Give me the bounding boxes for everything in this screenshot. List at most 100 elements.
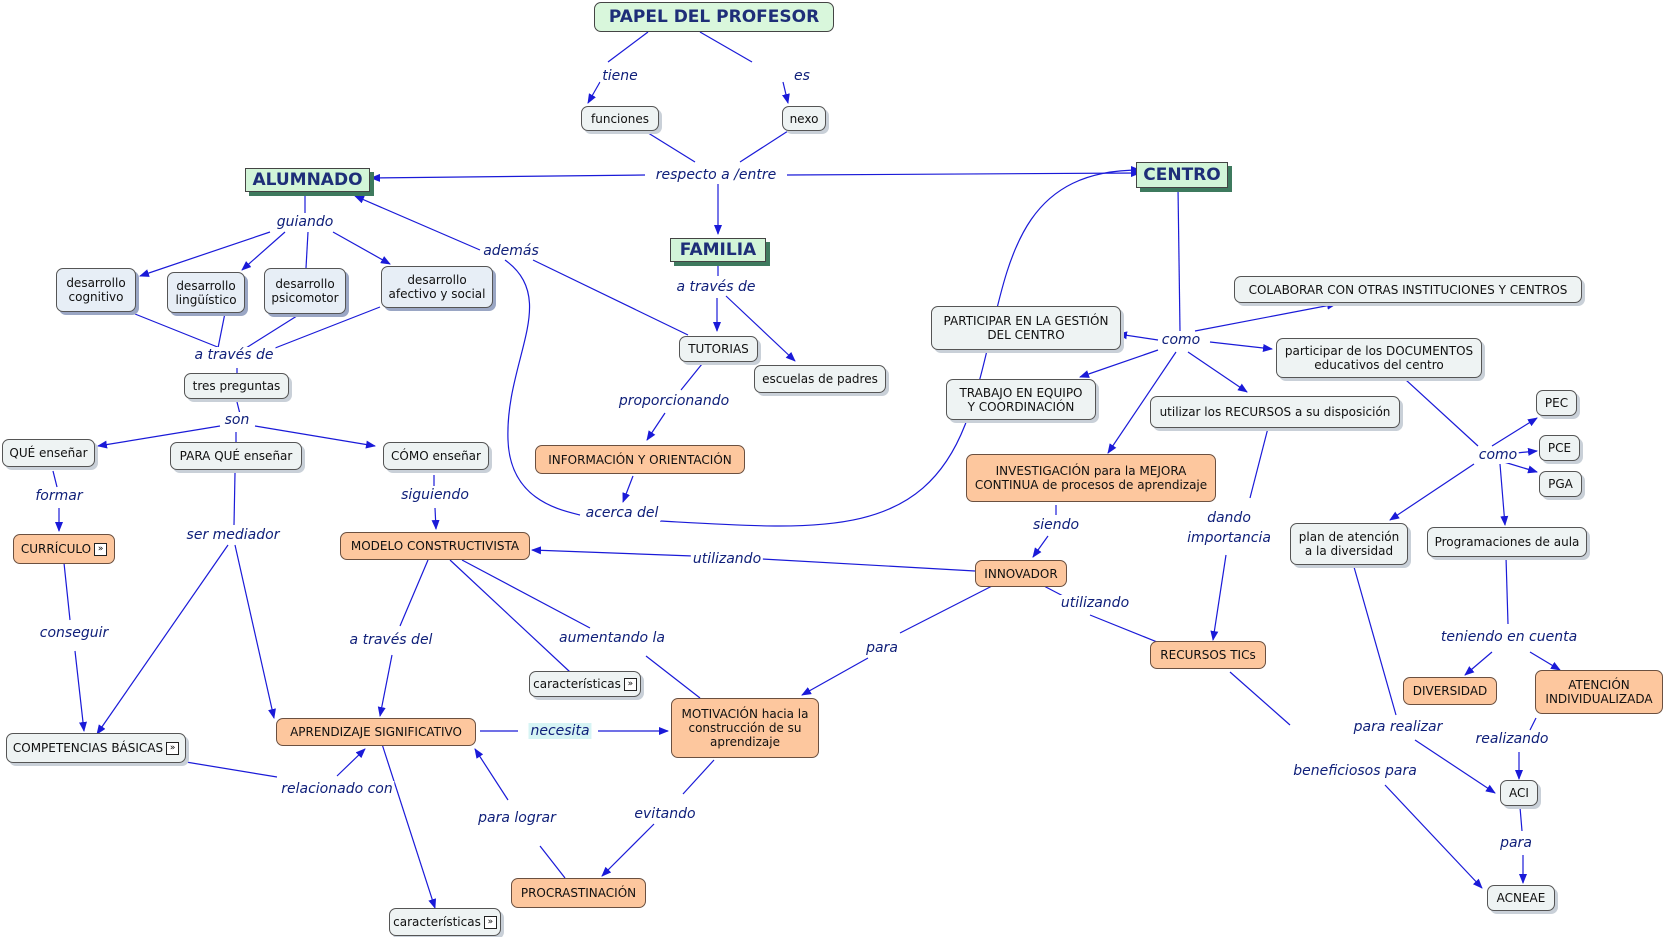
link-line — [381, 743, 437, 909]
link-line — [461, 559, 591, 629]
participar-documentos-node[interactable]: participar de los DOCUMENTOS educativos … — [1276, 338, 1482, 378]
caracteristicas-node-2[interactable]: características» — [389, 908, 501, 936]
procrastinacion-node[interactable]: PROCRASTINACIÓN — [511, 878, 646, 908]
caracteristicas-label: características — [393, 915, 481, 929]
link-line — [607, 31, 649, 63]
link-line — [241, 231, 286, 271]
link-line — [234, 544, 276, 719]
link-label-teniendo-en-cuenta: teniendo en cuenta — [1438, 629, 1580, 645]
tres-preguntas-node[interactable]: tres preguntas — [184, 373, 289, 399]
desarrollo-afectivo-node[interactable]: desarrollo afectivo y social — [381, 266, 493, 308]
desarrollo-psicomotor-node[interactable]: desarrollo psicomotor — [264, 268, 346, 314]
pce-node[interactable]: PCE — [1539, 435, 1580, 461]
link-label-para-2: para — [1498, 835, 1534, 851]
informacion-orientacion-node[interactable]: INFORMACIÓN Y ORIENTACIÓN — [535, 445, 745, 474]
link-label-guiando: guiando — [274, 214, 336, 230]
link-line — [1384, 784, 1483, 889]
link-label-relacionado-con: relacionado con — [279, 781, 395, 797]
curriculo-node[interactable]: CURRÍCULO» — [13, 534, 115, 564]
trabajo-equipo-node[interactable]: TRABAJO EN EQUIPO Y COORDINACIÓN — [946, 379, 1096, 420]
link-line — [622, 475, 634, 503]
link-line — [1499, 463, 1509, 526]
link-label-es: es — [792, 68, 812, 84]
link-label-a-traves-del: a través del — [347, 632, 435, 648]
utilizar-recursos-node[interactable]: utilizar los RECURSOS a su disposición — [1150, 396, 1400, 428]
link-line — [233, 472, 236, 526]
motivacion-node[interactable]: MOTIVACIÓN hacia la construcción de su a… — [671, 698, 819, 758]
link-line — [725, 295, 796, 362]
funciones-node[interactable]: funciones — [581, 106, 659, 131]
link-line — [449, 559, 571, 673]
link-line — [587, 81, 601, 104]
escuelas-padres-node[interactable]: escuelas de padres — [754, 365, 886, 393]
aprendizaje-significativo-node[interactable]: APRENDIZAJE SIGNIFICATIVO — [276, 718, 476, 746]
investigacion-node[interactable]: INVESTIGACIÓN para la MEJORA CONTINUA de… — [966, 454, 1216, 502]
pga-node[interactable]: PGA — [1539, 471, 1582, 497]
link-line — [532, 259, 689, 336]
link-line — [504, 259, 581, 516]
link-label-tiene: tiene — [600, 68, 640, 84]
tutorias-node[interactable]: TUTORIAS — [679, 336, 758, 362]
acneae-node[interactable]: ACNEAE — [1487, 885, 1555, 911]
link-label-dando-importancia: dando importancia — [1185, 508, 1273, 548]
link-label-utilizando-1: utilizando — [690, 551, 764, 567]
link-label-son: son — [222, 412, 252, 428]
link-line — [354, 195, 481, 251]
recursos-tics-node[interactable]: RECURSOS TICs — [1150, 641, 1266, 669]
link-line — [1353, 566, 1397, 716]
expand-icon[interactable]: » — [166, 741, 180, 755]
link-line — [1229, 671, 1291, 726]
competencias-basicas-node[interactable]: COMPETENCIAS BÁSICAS» — [6, 733, 186, 763]
aci-node[interactable]: ACI — [1500, 780, 1538, 806]
centro-node[interactable]: CENTRO — [1136, 162, 1228, 188]
plan-atencion-node[interactable]: plan de atención a la diversidad — [1290, 523, 1408, 565]
que-ensenar-node[interactable]: QUÉ enseñar — [2, 439, 95, 467]
link-label-proporcionando: proporcionando — [616, 393, 732, 409]
link-line — [699, 31, 753, 63]
atencion-individualizada-node[interactable]: ATENCIÓN INDIVIDUALIZADA — [1535, 670, 1663, 714]
link-line — [74, 650, 87, 732]
link-line — [63, 562, 71, 621]
link-line — [1079, 349, 1159, 378]
colaborar-node[interactable]: COLABORAR CON OTRAS INSTITUCIONES Y CENT… — [1234, 276, 1582, 303]
participar-gestion-node[interactable]: PARTICIPAR EN LA GESTIÓN DEL CENTRO — [931, 306, 1121, 350]
caracteristicas-node-1[interactable]: características» — [529, 671, 641, 697]
familia-node[interactable]: FAMILIA — [670, 238, 766, 262]
desarrollo-cognitivo-node[interactable]: desarrollo cognitivo — [56, 268, 136, 312]
link-line — [1505, 556, 1509, 625]
link-line — [1503, 461, 1538, 474]
programaciones-node[interactable]: Programaciones de aula — [1427, 527, 1587, 557]
desarrollo-linguistico-node[interactable]: desarrollo lingüístico — [167, 272, 245, 313]
link-label-a-traves-de-1: a través de — [192, 347, 276, 363]
innovador-node[interactable]: INNOVADOR — [975, 560, 1067, 587]
link-line — [254, 425, 376, 449]
link-line — [305, 231, 309, 269]
link-line — [601, 823, 655, 877]
expand-icon[interactable]: » — [94, 542, 108, 556]
link-line — [1107, 351, 1177, 454]
link-line — [1414, 739, 1496, 794]
alumnado-node[interactable]: ALUMNADO — [245, 168, 370, 192]
link-line — [1405, 379, 1479, 447]
link-line — [399, 559, 429, 627]
link-label-aumentando-la: aumentando la — [557, 630, 667, 646]
expand-icon[interactable]: » — [623, 677, 637, 691]
link-label-evitando: evitando — [632, 806, 698, 822]
pec-node[interactable]: PEC — [1536, 390, 1577, 416]
link-line — [680, 363, 703, 391]
modelo-constructivista-node[interactable]: MODELO CONSTRUCTIVISTA — [340, 532, 530, 560]
expand-icon[interactable]: » — [483, 915, 497, 929]
link-line — [899, 584, 995, 634]
link-line — [474, 748, 509, 801]
link-label-utilizando-2: utilizando — [1058, 595, 1132, 611]
link-line — [1187, 351, 1248, 393]
como-ensenar-node[interactable]: CÓMO enseñar — [383, 442, 489, 470]
link-line — [1529, 717, 1537, 731]
nexo-node[interactable]: nexo — [782, 106, 826, 131]
link-line — [1032, 535, 1049, 558]
title-node[interactable]: PAPEL DEL PROFESOR — [594, 2, 834, 32]
diversidad-node[interactable]: DIVERSIDAD — [1403, 677, 1497, 705]
para-que-ensenar-node[interactable]: PARA QUÉ enseñar — [170, 442, 302, 470]
link-line — [1519, 806, 1523, 832]
link-line — [761, 558, 976, 572]
